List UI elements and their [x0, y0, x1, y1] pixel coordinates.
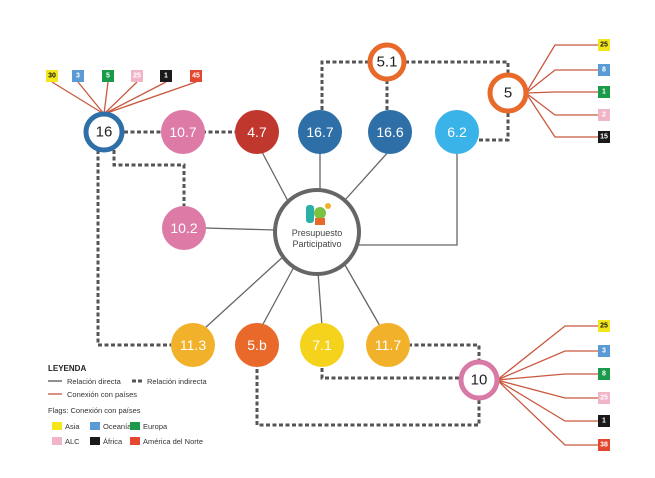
node-5-1[interactable]: 5.1: [367, 42, 407, 82]
flag-10-0: 25: [598, 320, 610, 332]
legend-flags-title: Flags: Conexión con países: [48, 406, 141, 415]
node-10-7[interactable]: 10.7: [161, 110, 205, 154]
svg-text:11.7: 11.7: [375, 337, 401, 353]
legend-countries: Conexión con países: [67, 390, 137, 399]
flag-16-4: 1: [160, 70, 172, 82]
svg-text:5.1: 5.1: [377, 54, 398, 71]
logo-icon: [306, 203, 331, 225]
svg-text:5: 5: [106, 73, 110, 80]
svg-text:5.b: 5.b: [247, 337, 267, 353]
legend-direct: Relación directa: [67, 377, 122, 386]
svg-text:16.7: 16.7: [306, 124, 333, 140]
svg-text:11.3: 11.3: [180, 337, 206, 353]
svg-text:10: 10: [471, 372, 488, 389]
direct-lines: [204, 149, 458, 329]
svg-text:6.2: 6.2: [447, 124, 467, 140]
node-5-b[interactable]: 5.b: [235, 323, 279, 367]
svg-text:África: África: [103, 437, 123, 446]
node-6-2[interactable]: 6.2: [435, 110, 479, 154]
svg-text:1: 1: [602, 418, 606, 425]
flag-5-4: 15: [598, 131, 610, 143]
flag-5-0: 25: [598, 39, 610, 51]
flag-10-4: 1: [598, 415, 610, 427]
svg-text:1: 1: [164, 73, 168, 80]
legend-item-1: Oceanía: [90, 422, 132, 431]
svg-text:4.7: 4.7: [247, 124, 267, 140]
flag-16-5: 45: [190, 70, 202, 82]
svg-text:8: 8: [602, 67, 606, 74]
legend-indirect: Relación indirecta: [147, 377, 207, 386]
node-11-3[interactable]: 11.3: [171, 323, 215, 367]
svg-text:3: 3: [602, 348, 606, 355]
svg-text:25: 25: [133, 73, 141, 80]
legend-title: LEYENDA: [48, 364, 86, 373]
svg-text:38: 38: [600, 442, 608, 449]
flag-16-0: 30: [46, 70, 58, 82]
flag-16-3: 25: [131, 70, 143, 82]
svg-text:1: 1: [602, 89, 606, 96]
svg-text:8: 8: [602, 371, 606, 378]
center-node-presupuesto-participativo[interactable]: Presupuesto Participativo: [273, 188, 361, 276]
svg-text:10.7: 10.7: [169, 124, 196, 140]
svg-text:Oceanía: Oceanía: [103, 422, 132, 431]
flag-5-3: 2: [598, 109, 610, 121]
svg-text:15: 15: [600, 134, 608, 141]
legend-item-3: ALC: [52, 437, 80, 446]
legend: LEYENDA Relación directa Relación indire…: [48, 364, 207, 446]
svg-text:Asia: Asia: [65, 422, 80, 431]
country-lines: [51, 44, 598, 446]
node-16-7[interactable]: 16.7: [298, 110, 342, 154]
node-16[interactable]: 16: [83, 111, 125, 153]
svg-text:Europa: Europa: [143, 422, 168, 431]
node-11-7[interactable]: 11.7: [366, 323, 410, 367]
flag-5-2: 1: [598, 86, 610, 98]
svg-text:16: 16: [96, 124, 113, 141]
svg-text:45: 45: [192, 73, 200, 80]
flag-16-2: 5: [102, 70, 114, 82]
svg-text:5: 5: [504, 85, 512, 102]
node-16-6[interactable]: 16.6: [368, 110, 412, 154]
svg-text:16.6: 16.6: [376, 124, 403, 140]
svg-text:10.2: 10.2: [170, 220, 197, 236]
node-5[interactable]: 5: [487, 72, 529, 114]
svg-text:25: 25: [600, 323, 608, 330]
flag-5-1: 8: [598, 64, 610, 76]
svg-text:América del Norte: América del Norte: [143, 437, 203, 446]
node-10-2[interactable]: 10.2: [162, 206, 206, 250]
svg-text:25: 25: [600, 395, 608, 402]
svg-text:7.1: 7.1: [312, 337, 332, 353]
svg-text:3: 3: [76, 73, 80, 80]
node-4-7[interactable]: 4.7: [235, 110, 279, 154]
indirect-lines: [96, 60, 510, 427]
svg-text:30: 30: [48, 73, 56, 80]
flag-16-1: 3: [72, 70, 84, 82]
flag-10-3: 25: [598, 392, 610, 404]
center-title-line1: Presupuesto: [292, 228, 343, 238]
node-10[interactable]: 10: [458, 359, 500, 401]
legend-item-5: América del Norte: [130, 437, 203, 446]
legend-item-0: Asia: [52, 422, 80, 431]
legend-item-2: Europa: [130, 422, 168, 431]
flag-10-2: 8: [598, 368, 610, 380]
svg-text:2: 2: [602, 112, 606, 119]
legend-item-4: África: [90, 437, 123, 446]
svg-text:ALC: ALC: [65, 437, 80, 446]
center-title-line2: Participativo: [292, 239, 341, 249]
flag-10-1: 3: [598, 345, 610, 357]
flag-10-5: 38: [598, 439, 610, 451]
node-7-1[interactable]: 7.1: [300, 323, 344, 367]
svg-text:25: 25: [600, 42, 608, 49]
